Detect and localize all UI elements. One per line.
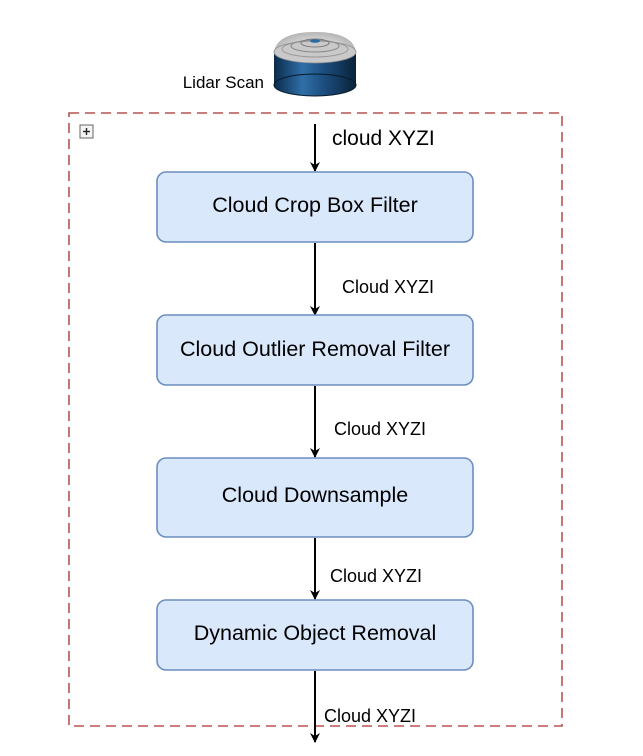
node-dynamic-object-removal[interactable]: Dynamic Object Removal [156,599,474,671]
node-cloud-downsample[interactable]: Cloud Downsample [156,457,474,538]
edge-label-1: Cloud XYZI [342,277,434,297]
node-label: Cloud Crop Box Filter [212,193,418,217]
node-cloud-crop-box-filter[interactable]: Cloud Crop Box Filter [156,171,474,243]
node-label: Cloud Outlier Removal Filter [180,337,450,361]
plus-box-icon[interactable] [79,124,94,139]
lidar-scan-label: Lidar Scan [183,73,264,92]
node-label: Cloud Downsample [222,483,408,507]
node-cloud-outlier-removal-filter[interactable]: Cloud Outlier Removal Filter [156,314,474,386]
edge-label-4: Cloud XYZI [324,706,416,726]
lidar-sensor-icon [273,32,357,97]
node-label: Dynamic Object Removal [194,621,437,645]
edge-label-2: Cloud XYZI [334,419,426,439]
edge-label-3: Cloud XYZI [330,566,422,586]
input-edge-label: cloud XYZI [332,127,435,150]
